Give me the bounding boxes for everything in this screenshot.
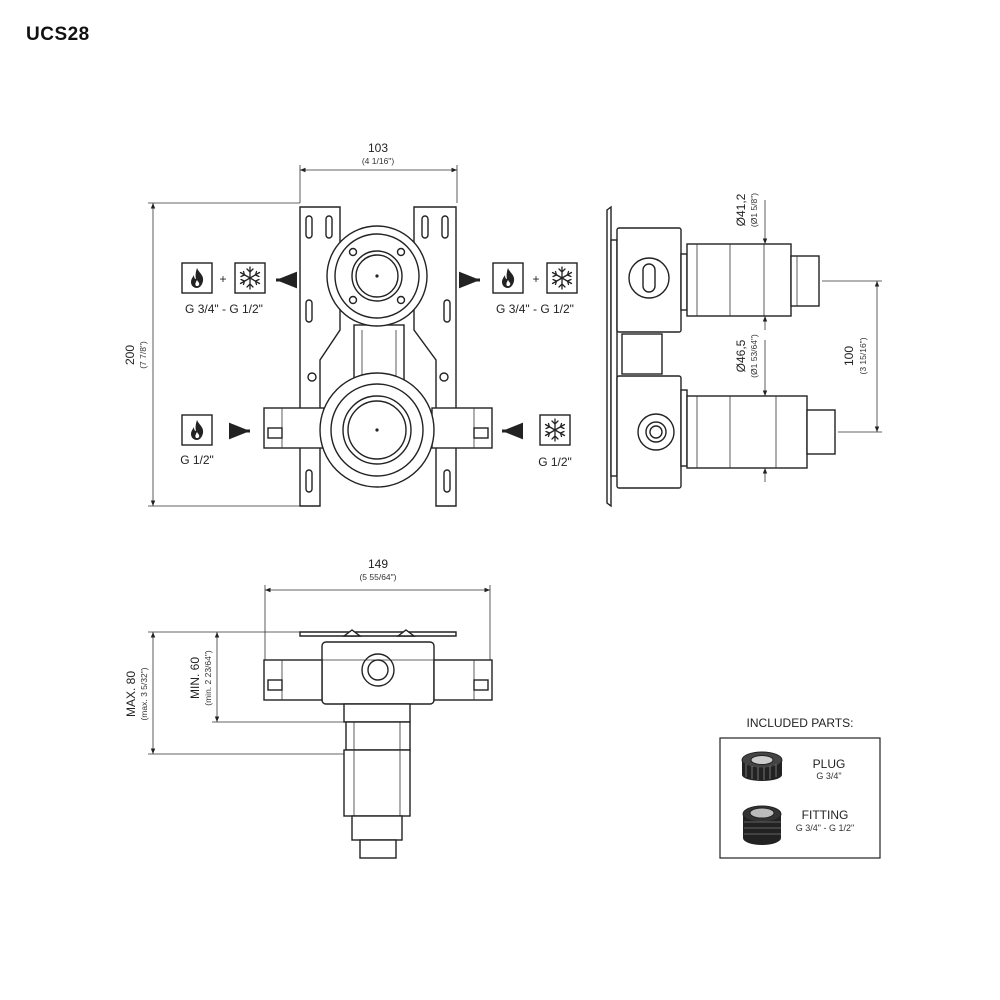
inlet-cold: G 1/2" [502,414,572,469]
upper-diverter [326,225,428,327]
front-height-mm: 200 [123,345,137,365]
plus-sign: + [219,272,226,286]
included-parts-heading: INCLUDED PARTS: [747,716,854,730]
upper-diameter-mm: Ø41,2 [734,193,748,226]
upper-diameter-in: (Ø1 5/8") [749,193,759,227]
top-width-in: (5 55/64") [359,572,396,582]
min-depth-in: (min. 2 23/64") [203,650,213,706]
front-width-in: (4 1/16") [362,156,394,166]
front-width-mm: 103 [368,141,388,155]
included-parts-panel: INCLUDED PARTS: PLUG G 3/4" [719,716,881,859]
snowflake-icon [539,414,571,446]
fitting-spec: G 3/4" - G 1/2" [796,823,854,833]
outlet-right: + G 3/4" - G 1/2" [459,262,578,316]
front-height-dimension: 200 (7 7/8") [123,202,300,507]
outlet-right-label: G 3/4" - G 1/2" [496,302,574,316]
min-depth: MIN. 60 [188,657,202,699]
snowflake-icon [234,262,266,294]
plug-icon [741,751,783,781]
front-width-dimension: 103 (4 1/16") [299,141,458,203]
spacing-in: (3 15/16") [858,337,868,374]
outlet-left: + G 3/4" - G 1/2" [181,262,297,316]
plug-spec: G 3/4" [816,771,841,781]
max-depth-in: (max. 3 5/32") [139,667,149,720]
top-view: 149 (5 55/64") MAX. 80 (max. 3 5/32") MI… [124,557,493,859]
front-view: 103 (4 1/16") 200 (7 7/8") [123,141,578,507]
inlet-cold-label: G 1/2" [538,455,572,469]
inlet-hot: G 1/2" [180,414,250,467]
page-title: UCS28 [26,24,90,45]
inlet-hot-label: G 1/2" [180,453,214,467]
top-width-mm: 149 [368,557,388,571]
max-depth: MAX. 80 [124,671,138,717]
outlet-left-label: G 3/4" - G 1/2" [185,302,263,316]
flame-icon [181,262,213,294]
flame-icon [181,414,213,446]
lower-mixer [319,372,435,488]
flame-icon [492,262,524,294]
inlet-stubs [263,407,493,449]
snowflake-icon [546,262,578,294]
front-height-in: (7 7/8") [138,341,148,369]
side-view: Ø41,2 (Ø1 5/8") Ø46,5 (Ø1 53/64") 100 (3… [606,193,882,508]
lower-diameter-mm: Ø46,5 [734,339,748,372]
fitting-name: FITTING [802,808,849,822]
fitting-icon [742,805,782,845]
plus-sign: + [532,272,539,286]
spacing-mm: 100 [842,346,856,366]
lower-diameter-in: (Ø1 53/64") [749,334,759,378]
plug-name: PLUG [813,757,846,771]
